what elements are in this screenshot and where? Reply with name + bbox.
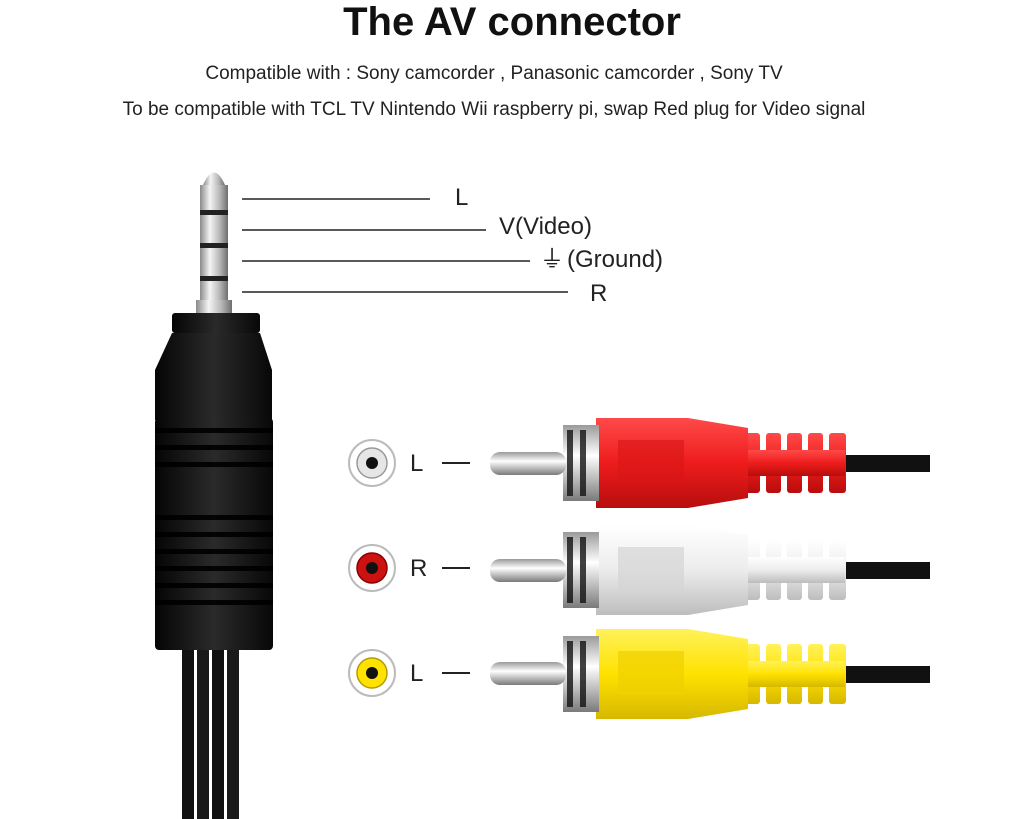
rca-socket-icon-yellow	[348, 649, 396, 697]
rca-plug-red	[490, 418, 930, 508]
page-title: The AV connector	[343, 0, 681, 44]
compatibility-text: Compatible with : Sony camcorder , Panas…	[205, 63, 783, 84]
rca-socket-icon-white	[348, 439, 396, 487]
rca-socket-icon-red	[348, 544, 396, 592]
trrs-label-tip: L	[455, 184, 469, 211]
ground-icon: ⏚	[540, 246, 564, 273]
compatibility-note: To be compatible with TCL TV Nintendo Wi…	[122, 99, 866, 120]
trrs-label-sleeve: R	[590, 280, 608, 307]
trrs-jack	[155, 172, 568, 819]
rca-label-3: L	[410, 660, 424, 687]
trrs-label-ring1: V(Video)	[499, 213, 592, 240]
rca-label-1: L	[410, 450, 424, 477]
trrs-label-ring2: (Ground)	[567, 246, 664, 273]
rca-plug-yellow	[490, 629, 930, 719]
rca-label-2: R	[410, 555, 428, 582]
rca-plug-white	[490, 525, 930, 615]
